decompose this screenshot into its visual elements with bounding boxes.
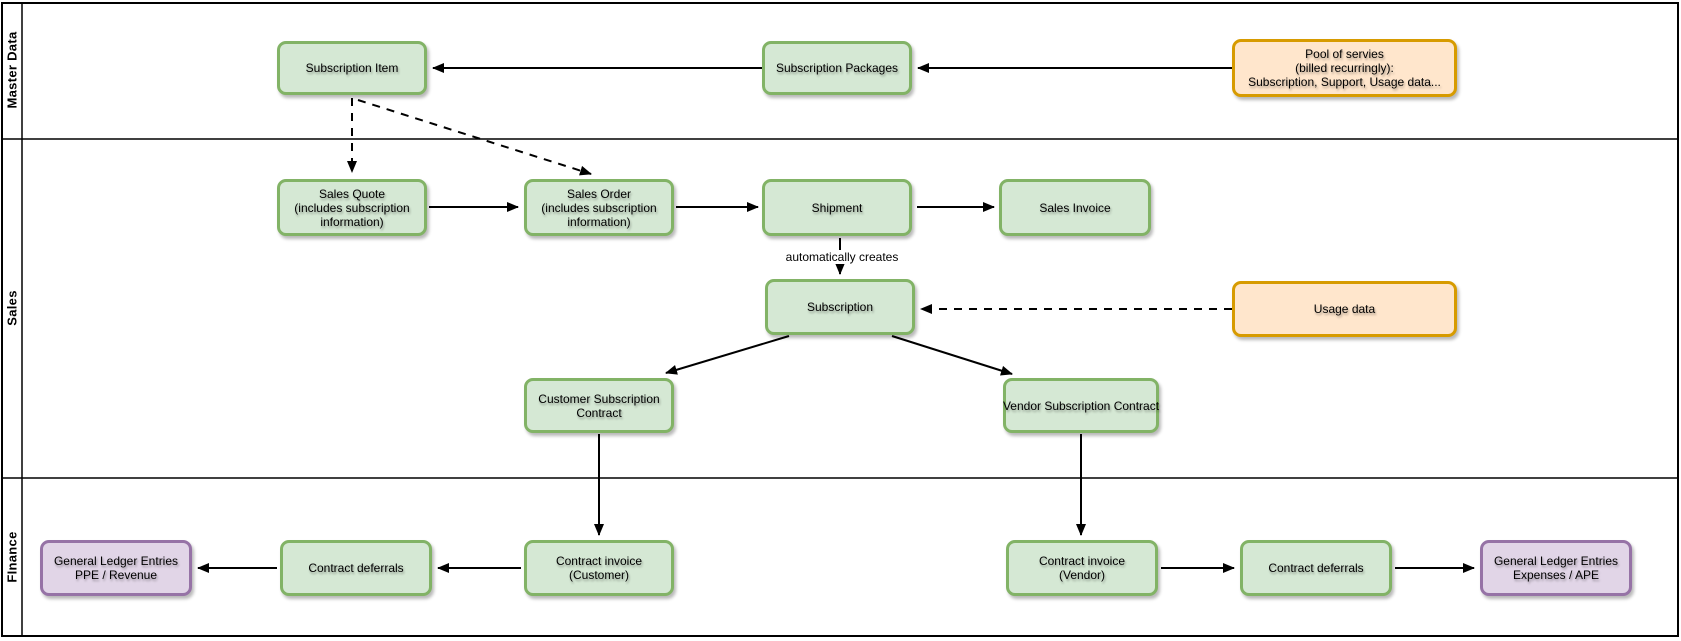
edge-label-automatically-creates: automatically creates (782, 250, 902, 264)
arrow-subscription-to-customer-contract (665, 335, 790, 375)
node-pool-of-services[interactable]: Pool of servies (billed recurringly): Su… (1232, 39, 1457, 97)
node-label: Pool of servies (1305, 47, 1384, 61)
node-customer-subscription-contract[interactable]: Customer Subscription Contract (524, 378, 674, 433)
node-label: Expenses / APE (1512, 568, 1600, 582)
arrow-subscription-to-vendor-contract (891, 335, 1013, 376)
node-subscription-item[interactable]: Subscription Item (277, 41, 427, 95)
node-usage-data[interactable]: Usage data (1232, 281, 1457, 337)
node-gl-entries-revenue[interactable]: General Ledger Entries PPE / Revenue (40, 540, 192, 596)
node-label: Contract invoice (1038, 554, 1126, 568)
node-label: Contract (576, 405, 622, 420)
node-vendor-subscription-contract[interactable]: Vendor Subscription Contract (1003, 378, 1159, 433)
node-contract-deferrals-left[interactable]: Contract deferrals (280, 540, 432, 596)
node-label: Shipment (811, 200, 863, 215)
node-label: Contract deferrals (1268, 561, 1364, 575)
node-label: (Customer) (568, 568, 629, 582)
node-sales-invoice[interactable]: Sales Invoice (999, 179, 1151, 236)
node-label: Customer Subscription (538, 391, 660, 406)
node-subscription-packages[interactable]: Subscription Packages (762, 41, 912, 95)
node-label: Subscription Packages (775, 61, 899, 75)
node-contract-invoice-vendor[interactable]: Contract invoice (Vendor) (1006, 540, 1158, 596)
node-contract-deferrals-right[interactable]: Contract deferrals (1240, 540, 1392, 596)
node-label: Usage data (1313, 302, 1376, 316)
lane-label-finance: FInance (4, 531, 20, 583)
node-label: Vendor Subscription Contract (1002, 398, 1160, 413)
node-label: PPE / Revenue (74, 568, 158, 582)
node-subscription[interactable]: Subscription (765, 279, 915, 335)
node-label: Sales Invoice (1039, 200, 1111, 215)
node-gl-entries-expenses[interactable]: General Ledger Entries Expenses / APE (1480, 540, 1632, 596)
node-contract-invoice-customer[interactable]: Contract invoice (Customer) (524, 540, 674, 596)
node-label: Contract invoice (555, 554, 643, 568)
node-label: information) (567, 214, 631, 229)
node-label: Sales Order (566, 186, 632, 201)
node-label: Subscription, Support, Usage data... (1248, 75, 1441, 89)
node-label: (includes subscription (294, 200, 410, 215)
node-label: (Vendor) (1058, 568, 1106, 582)
dashed-arrow-item-to-order (357, 99, 592, 176)
node-label: Contract deferrals (308, 561, 404, 575)
node-label: General Ledger Entries (1493, 554, 1619, 568)
node-label: General Ledger Entries (53, 554, 179, 568)
node-label: information) (320, 214, 384, 229)
node-label: (billed recurringly): (1295, 61, 1394, 75)
node-label: (includes subscription (541, 200, 657, 215)
lane-label-sales: Sales (4, 290, 20, 326)
node-label: Subscription (806, 300, 874, 314)
node-label: Sales Quote (318, 186, 386, 201)
node-label: Subscription Item (305, 61, 399, 75)
lane-label-master-data: Master Data (4, 31, 20, 109)
node-sales-quote[interactable]: Sales Quote (includes subscription infor… (277, 179, 427, 236)
node-sales-order[interactable]: Sales Order (includes subscription infor… (524, 179, 674, 236)
node-shipment[interactable]: Shipment (762, 179, 912, 236)
